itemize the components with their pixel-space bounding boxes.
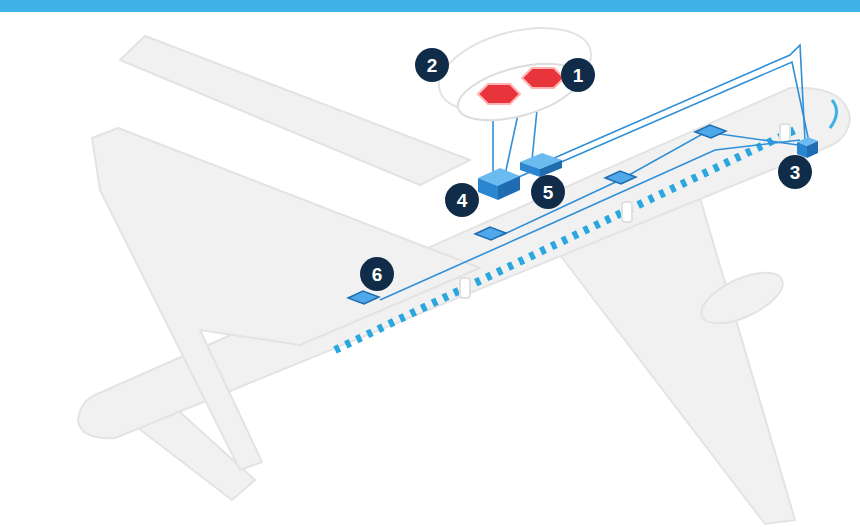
callout-number: 5 [543,183,554,202]
near-wing [92,128,480,470]
door [780,124,790,142]
callout-number: 6 [372,265,383,284]
top-band [0,0,860,12]
callout-badge: 5 [531,175,565,209]
callout-number: 1 [573,66,584,85]
callout-badge: 3 [778,155,812,189]
door [622,202,632,222]
access-point [695,125,726,138]
callout-number: 3 [790,163,801,182]
antenna-panel [478,84,520,104]
callout-number: 2 [427,56,438,75]
access-point [475,227,506,240]
window-row [335,130,795,350]
door [460,278,470,298]
access-point [605,171,636,184]
callout-badge: 2 [415,48,449,82]
antenna-panel [522,68,564,88]
cable [380,140,800,300]
far-wing [560,198,795,524]
callout-badge: 6 [360,257,394,291]
access-point [348,291,379,304]
equipment-box [520,153,562,177]
equipment-box [478,168,520,200]
cable [500,132,798,236]
engine [694,262,790,334]
callout-badge: 4 [445,183,479,217]
callout-badge: 1 [561,58,595,92]
callout-number: 4 [457,191,468,210]
nose-stripe [830,100,837,128]
